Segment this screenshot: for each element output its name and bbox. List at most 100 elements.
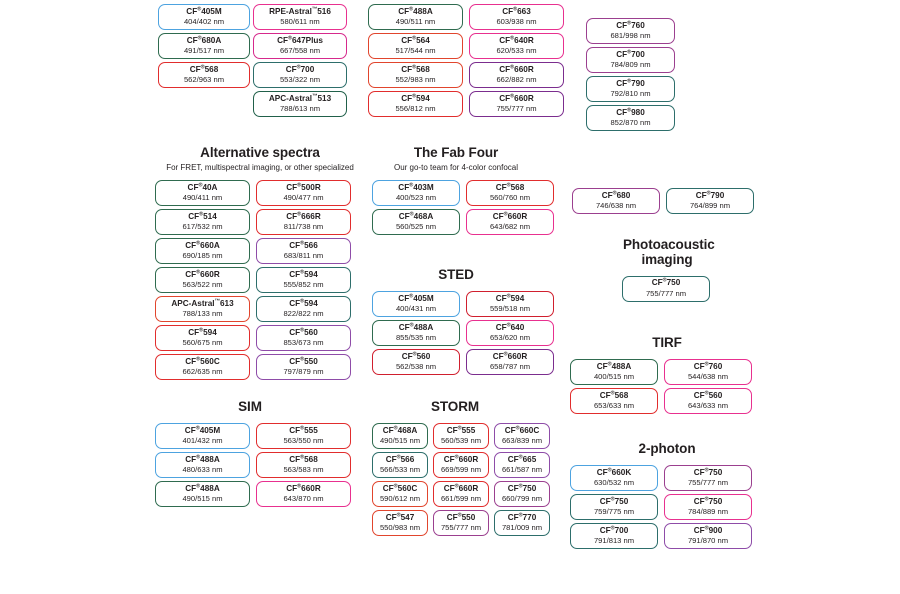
dye-spectra: 759/775 nm bbox=[593, 507, 635, 516]
dye-name: CF®660R bbox=[492, 350, 528, 361]
dye-name: CF®547 bbox=[385, 511, 415, 522]
trademark-symbol: ® bbox=[409, 211, 414, 218]
dye-name: CF®594 bbox=[401, 93, 430, 103]
dye-name: CF®594 bbox=[188, 327, 217, 337]
dye-spectra: 788/613 nm bbox=[279, 104, 321, 114]
dye-spectra: 400/515 nm bbox=[593, 372, 635, 381]
trademark-symbol: ® bbox=[412, 64, 417, 70]
trademark-symbol: ® bbox=[409, 6, 414, 12]
trademark-symbol: ® bbox=[393, 424, 398, 431]
dye-name: CF®680 bbox=[601, 190, 631, 200]
dye-name: CF®488A bbox=[398, 6, 433, 16]
dye-name: CF®560 bbox=[289, 327, 318, 337]
dye-name: CF®468A bbox=[382, 424, 418, 435]
dye-spectra: 563/583 nm bbox=[283, 465, 324, 474]
trademark-symbol: ® bbox=[503, 211, 508, 218]
dye-spectra: 556/812 nm bbox=[395, 104, 436, 114]
trademark-symbol: ® bbox=[197, 35, 202, 41]
trademark-symbol: ® bbox=[396, 453, 401, 460]
dye-spectra: 853/673 nm bbox=[283, 338, 324, 348]
dye-spectra: 490/515 nm bbox=[182, 494, 223, 503]
trademark-symbol: ® bbox=[300, 453, 305, 460]
trademark-symbol: ® bbox=[607, 360, 612, 367]
